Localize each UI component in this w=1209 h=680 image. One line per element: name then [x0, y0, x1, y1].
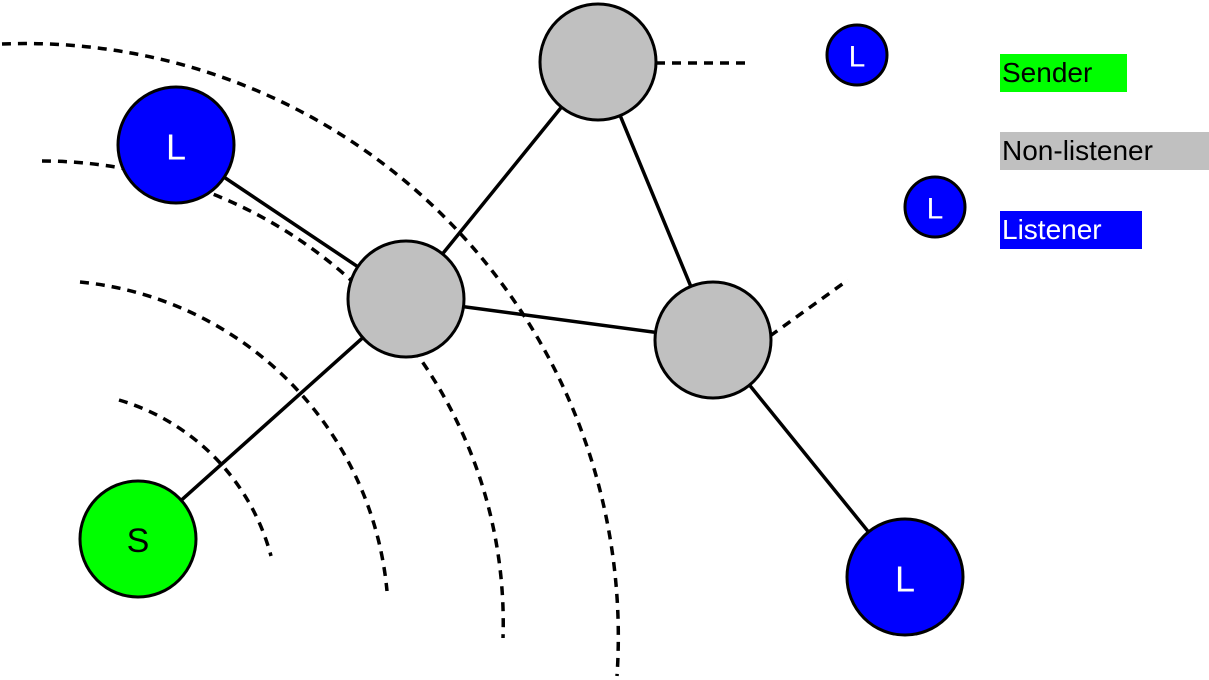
node-label-listener-small-mid: L	[927, 193, 944, 226]
node-listener-small-mid: L	[903, 175, 967, 239]
node-label-sender: S	[127, 522, 150, 560]
legend-sender: Sender	[1000, 54, 1127, 92]
node-label-listener-small-top: L	[849, 41, 866, 74]
node-circle-relay-top	[538, 2, 658, 122]
node-relay-center	[346, 239, 466, 359]
node-listener-bottom-right: L	[845, 517, 965, 637]
node-circle-listener-small-top	[825, 23, 889, 87]
legend-listener: Listener	[1000, 211, 1142, 249]
broadcast-wave-4	[1, 41, 621, 677]
node-circle-listener-top-left	[116, 85, 236, 205]
link-sender-to-relay-center	[136, 297, 408, 541]
outgoing-stub-right	[768, 278, 850, 338]
node-listener-small-top: L	[825, 23, 889, 87]
node-circle-sender	[78, 479, 198, 599]
node-circle-listener-bottom-right	[845, 517, 965, 637]
outgoing-link-stubs	[656, 61, 850, 338]
node-relay-right	[653, 280, 773, 400]
network-links	[136, 60, 907, 579]
broadcast-wave-2	[79, 280, 389, 592]
broadcast-wave-1	[118, 398, 273, 557]
node-relay-top	[538, 2, 658, 122]
legend-non-listener: Non-listener	[1000, 132, 1209, 170]
node-circle-relay-center	[346, 239, 466, 359]
node-sender: S	[78, 479, 198, 599]
broadcast-waves	[1, 41, 621, 677]
node-listener-top-left: L	[116, 85, 236, 205]
network-nodes: S L L L L	[78, 2, 967, 637]
node-label-listener-bottom-right: L	[895, 559, 915, 600]
node-circle-listener-small-mid	[903, 175, 967, 239]
node-circle-relay-right	[653, 280, 773, 400]
node-label-listener-top-left: L	[166, 127, 186, 168]
